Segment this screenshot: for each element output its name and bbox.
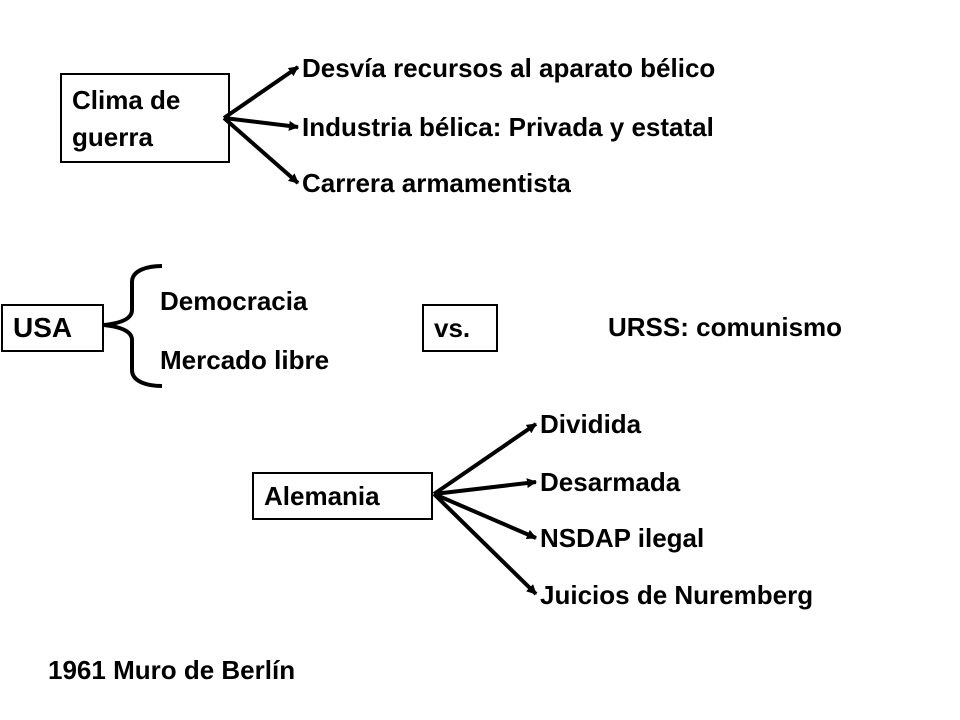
usa-item-2: Mercado libre: [160, 345, 330, 375]
arrow-clima-3: [222, 116, 300, 185]
alemania-box: Alemania: [252, 472, 433, 520]
arrow-clima-2: [223, 116, 299, 131]
alemania-item-1: Dividida: [540, 409, 642, 439]
usa-box: USA: [1, 304, 104, 352]
urss-label: URSS: comunismo: [608, 312, 843, 342]
alemania-item-2: Desarmada: [540, 467, 681, 497]
arrow-clima-1: [222, 65, 300, 120]
vs-box: vs.: [422, 304, 498, 352]
clima-box: Clima de guerra: [60, 73, 230, 163]
usa-brace: [103, 264, 163, 388]
arrow-alemania-4: [432, 492, 538, 596]
clima-item-2: Industria bélica: Privada y estatal: [302, 112, 714, 142]
clima-item-1: Desvía recursos al aparato bélico: [302, 53, 716, 83]
usa-item-1: Democracia: [160, 286, 308, 316]
arrow-alemania-3: [433, 492, 537, 540]
arrow-alemania-1: [432, 422, 538, 496]
footer-text: 1961 Muro de Berlín: [48, 655, 296, 685]
clima-item-3: Carrera armamentista: [302, 168, 571, 198]
alemania-item-3: NSDAP ilegal: [540, 523, 705, 553]
alemania-item-4: Juicios de Nuremberg: [540, 580, 814, 610]
arrow-alemania-2: [433, 478, 537, 496]
